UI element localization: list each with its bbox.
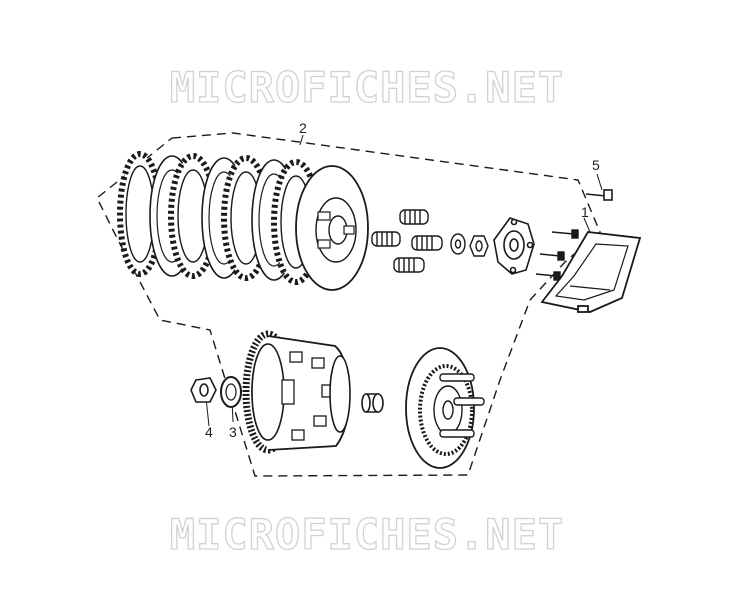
spring [393, 257, 425, 273]
clutch-basket [242, 330, 351, 454]
callout-1: 1 [581, 204, 589, 220]
clutch-release-cover [540, 231, 642, 313]
clutch-springs [371, 209, 443, 273]
lock-nut [190, 377, 217, 403]
thrust-washer [220, 376, 242, 408]
callout-4: 4 [205, 424, 213, 440]
spring [399, 209, 429, 225]
watermark-top: MICROFICHES.NET [169, 62, 565, 112]
callout-5: 5 [592, 157, 600, 173]
bolt [585, 189, 613, 201]
spring [371, 231, 401, 247]
nut [469, 235, 489, 257]
clutch-plate-stack [117, 151, 369, 291]
watermark-bottom: MICROFICHES.NET [169, 509, 565, 559]
callout-3: 3 [229, 424, 237, 440]
hub-bolts [535, 229, 579, 281]
release-hub [493, 217, 535, 275]
callout-2: 2 [299, 120, 307, 136]
bushing [361, 393, 384, 413]
spring [411, 235, 443, 251]
clutch-center-hub [405, 347, 485, 469]
pressure-plate [295, 165, 369, 291]
washer [450, 233, 466, 255]
